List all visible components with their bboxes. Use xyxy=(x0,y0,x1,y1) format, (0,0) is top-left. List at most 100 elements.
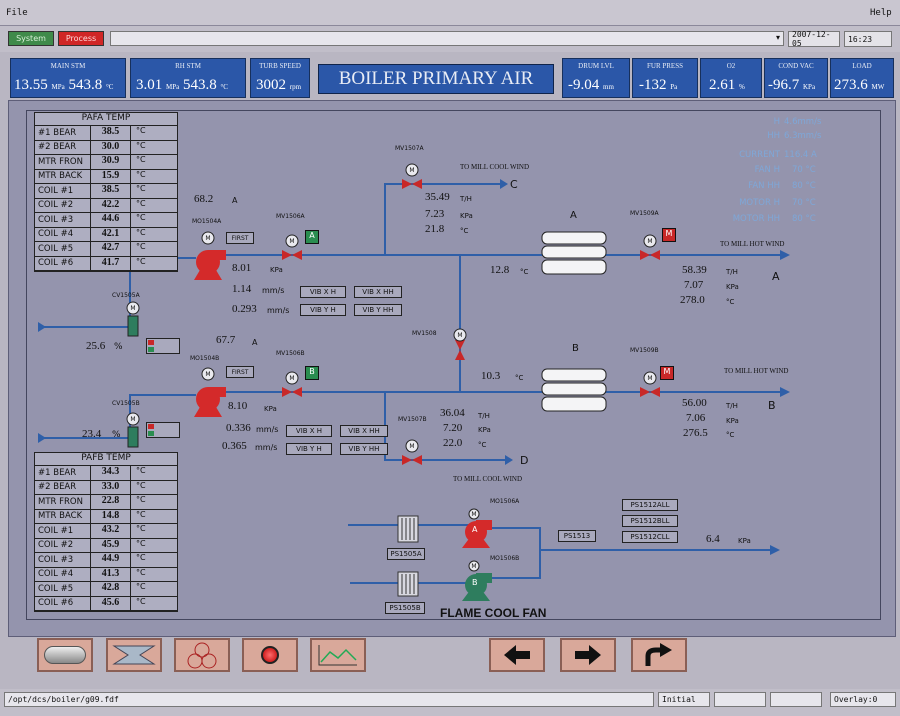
row-name: #1 BEAR xyxy=(35,126,91,141)
flame-fan-a-tag: MO1506A xyxy=(490,498,520,505)
tank-icon xyxy=(44,646,86,664)
vib-x-hh-alarm[interactable]: VIB X HH xyxy=(340,425,388,437)
fan-a-current: 68.2 xyxy=(194,193,214,205)
back-button[interactable] xyxy=(489,638,545,672)
row-unit: °C xyxy=(131,597,177,611)
unit: mm/s xyxy=(255,443,278,452)
return-button[interactable] xyxy=(631,638,687,672)
vib-x-hh-alarm[interactable]: VIB X HH xyxy=(354,286,402,298)
cool-c-pressure: 7.23 xyxy=(425,208,445,220)
route-letter: B xyxy=(768,399,776,412)
filter-a-icon xyxy=(397,515,419,543)
duct-view-button[interactable] xyxy=(106,638,162,672)
fan-a-icon xyxy=(194,250,226,280)
unit: KPa xyxy=(460,212,473,220)
motor-icon xyxy=(468,560,480,572)
valve-status-indicator[interactable]: B xyxy=(305,366,319,380)
svg-text:M: M xyxy=(289,375,294,382)
fan-b-vib-x: 0.336 xyxy=(226,422,251,434)
vib-x-h-alarm[interactable]: VIB X H xyxy=(286,425,332,437)
row-name: MTR FRON xyxy=(35,495,91,510)
hot-a-temp: 278.0 xyxy=(680,294,705,306)
main-stm-label: MAIN STM xyxy=(50,62,86,70)
load-label: LOAD xyxy=(852,62,872,70)
row-name: COIL #1 xyxy=(35,524,91,539)
damper-b-position: 23.4 xyxy=(82,428,102,440)
row-name: COIL #6 xyxy=(35,596,91,611)
menu-file[interactable]: File xyxy=(6,8,28,18)
row-value: 41.7 xyxy=(91,256,131,271)
unit: °C xyxy=(515,374,524,382)
valve-icon xyxy=(402,455,412,465)
main-stm-box: MAIN STM 13.55 MPa 543.8 °C xyxy=(10,58,126,98)
o2-label: O2 xyxy=(726,62,736,70)
vib-x-h-alarm[interactable]: VIB X H xyxy=(300,286,346,298)
boiler-view-button[interactable] xyxy=(37,638,93,672)
ps1505b-switch[interactable]: PS1505B xyxy=(385,602,425,614)
fan-b-current: 67.7 xyxy=(216,334,236,346)
system-button[interactable]: System xyxy=(8,31,54,46)
valve-status-indicator[interactable]: A xyxy=(305,230,319,244)
unit: KPa xyxy=(478,426,491,434)
ps1512all-switch[interactable]: PS1512ALL xyxy=(622,499,678,511)
damper-a-position: 25.6 xyxy=(86,340,106,352)
fan-a-first-button[interactable]: FIRST xyxy=(226,232,254,244)
fans-view-button[interactable] xyxy=(174,638,230,672)
fur-press-box: FUR PRESS -132 Pa xyxy=(632,58,698,98)
valve-status-indicator[interactable]: M xyxy=(660,366,674,380)
motor-icon xyxy=(643,371,657,385)
vib-y-hh-alarm[interactable]: VIB Y HH xyxy=(354,304,402,316)
row-unit: °C xyxy=(131,184,177,199)
svg-text:M: M xyxy=(471,563,476,570)
process-button[interactable]: Process xyxy=(58,31,104,46)
unit: KPa xyxy=(726,417,739,425)
ps1512bll-switch[interactable]: PS1512BLL xyxy=(622,515,678,527)
arrow-icon xyxy=(780,250,790,260)
alarm-button[interactable] xyxy=(242,638,298,672)
row-unit: °C xyxy=(131,481,177,495)
damper-tag: CV1505A xyxy=(112,292,140,299)
unit: °C xyxy=(520,268,529,276)
valve-status-indicator[interactable]: M xyxy=(662,228,676,242)
status-field xyxy=(714,692,766,707)
menu-help[interactable]: Help xyxy=(870,8,892,18)
vib-y-h-alarm[interactable]: VIB Y H xyxy=(286,443,332,455)
chevron-down-icon[interactable]: ▾ xyxy=(775,33,780,42)
trend-button[interactable] xyxy=(310,638,366,672)
motor-icon xyxy=(405,163,419,177)
row-value: 42.2 xyxy=(91,198,131,213)
mode-display: Initial xyxy=(658,692,710,707)
process-frame xyxy=(26,110,881,620)
limit-label: FAN HH xyxy=(748,181,780,191)
ps1513-switch[interactable]: PS1513 xyxy=(558,530,596,542)
vib-y-h-alarm[interactable]: VIB Y H xyxy=(300,304,346,316)
route-letter: C xyxy=(510,178,518,191)
valve-tag: MV1508 xyxy=(412,330,437,337)
o2-box: O2 2.61 % xyxy=(700,58,762,98)
row-unit: °C xyxy=(131,213,177,228)
fur-press-value: -132 xyxy=(639,77,667,93)
duct-icon xyxy=(112,645,156,665)
flame-merge xyxy=(492,527,541,579)
fan-b-first-button[interactable]: FIRST xyxy=(226,366,254,378)
arrow-icon xyxy=(770,545,780,555)
address-field[interactable]: ▾ xyxy=(110,31,784,46)
unit: A xyxy=(252,338,258,347)
forward-button[interactable] xyxy=(560,638,616,672)
svg-text:M: M xyxy=(130,305,135,312)
ps1505a-switch[interactable]: PS1505A xyxy=(387,548,425,560)
motor-icon xyxy=(285,371,299,385)
ps1512cll-switch[interactable]: PS1512CLL xyxy=(622,531,678,543)
valve-tag: MV1509A xyxy=(630,210,659,217)
motor-icon xyxy=(201,367,215,381)
vib-y-hh-alarm[interactable]: VIB Y HH xyxy=(340,443,388,455)
unit: mm/s xyxy=(267,306,290,315)
fur-press-label: FUR PRESS xyxy=(647,62,683,70)
return-arrow-icon xyxy=(645,643,672,666)
unit: % xyxy=(112,430,121,440)
unit: % xyxy=(114,342,123,352)
cond-vac-label: COND VAC xyxy=(778,62,814,70)
